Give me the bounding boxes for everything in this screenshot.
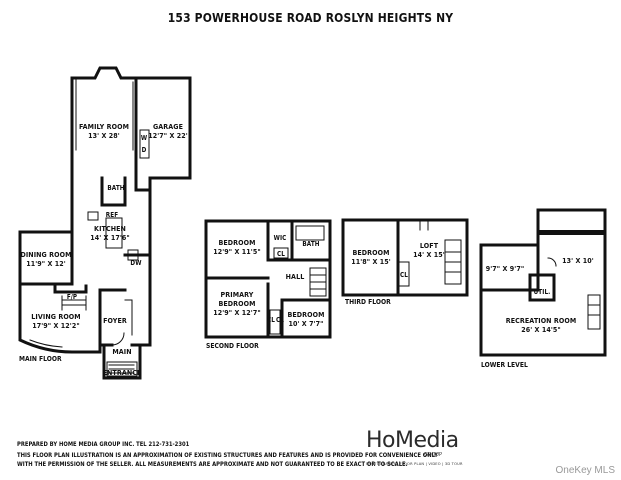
room-name: MAIN	[112, 347, 132, 356]
room-name: PRIMARY	[220, 290, 254, 299]
dryer-label: D	[141, 146, 147, 154]
main-floor-details	[29, 79, 150, 377]
footer-prepared-by: PREPARED BY HOME MEDIA GROUP INC. TEL 21…	[17, 441, 190, 448]
room-name: RECREATION ROOM	[505, 316, 577, 325]
third-floor-details	[398, 221, 462, 287]
logo-group-text: GROUP	[424, 452, 442, 458]
garage-label: GARAGE 12'7" X 22'	[148, 122, 188, 140]
room-dimensions: 12'9" X 12'7"	[213, 308, 261, 317]
bath-2-label: BATH	[302, 240, 320, 248]
fireplace-label: F/P	[66, 293, 78, 301]
utility-label: UTIL.	[533, 288, 551, 296]
second-floor-details	[269, 225, 327, 335]
third-floor-walls	[341, 218, 469, 297]
foyer-label: FOYER	[103, 316, 127, 325]
lower-room-b-label: 13' X 10'	[562, 256, 594, 265]
bedroom-3-label: BEDROOM 11'8" X 15'	[351, 248, 391, 266]
room-dimensions: 13' X 28'	[88, 131, 120, 140]
room-dimensions: 14' X 15'	[413, 250, 445, 259]
dining-room-label: DINING ROOM 11'9" X 12'	[20, 250, 71, 268]
second-floor-walls	[204, 219, 332, 339]
room-name: LIVING ROOM	[31, 312, 81, 321]
logo-tagline: PHOTOGRAPHY | FLOOR PLAN | VIDEO | 3D TO…	[366, 462, 463, 466]
room-name-2: ENTRANCE	[102, 368, 142, 377]
third-floor-caption: THIRD FLOOR	[345, 298, 391, 306]
room-dimensions: 17'9" X 12'2"	[32, 321, 80, 330]
room-name: BEDROOM	[352, 248, 390, 257]
bedroom-2b-label: BEDROOM 10' X 7'7"	[287, 310, 324, 328]
washer-label: W	[140, 134, 148, 142]
plan-title: 153 POWERHOUSE ROAD ROSLYN HEIGHTS NY	[167, 10, 454, 25]
room-name: GARAGE	[152, 122, 184, 131]
room-dimensions: 12'9" X 11'5"	[213, 247, 261, 256]
room-name-2: BEDROOM	[218, 299, 256, 308]
loft-label: LOFT 14' X 15'	[413, 241, 445, 259]
logo-wordmark: HoMedia	[366, 428, 459, 453]
main-floor-caption: MAIN FLOOR	[19, 355, 62, 363]
living-room-label: LIVING ROOM 17'9" X 12'2"	[31, 312, 80, 330]
recreation-room-label: RECREATION ROOM 26' X 14'5"	[506, 316, 577, 334]
lower-level-caption: LOWER LEVEL	[481, 361, 528, 369]
lower-room-a-label: 9'7" X 9'7"	[485, 264, 525, 273]
mls-watermark: OneKey MLS	[555, 465, 615, 476]
room-dimensions: 26' X 14'5"	[521, 325, 561, 334]
footer-disclaimer-2: WITH THE PERMISSION OF THE SELLER. ALL M…	[17, 461, 408, 468]
closet-3-label: CL	[400, 271, 408, 279]
room-dimensions: 11'9" X 12'	[26, 259, 66, 268]
lower-level-details	[547, 257, 601, 330]
dw-label: DW	[130, 259, 142, 267]
primary-bedroom-label: PRIMARY BEDROOM 12'9" X 12'7"	[213, 290, 261, 317]
ref-label: REF	[105, 211, 119, 219]
room-name: KITCHEN	[94, 224, 126, 233]
room-name: LOFT	[419, 241, 439, 250]
room-name: DINING ROOM	[20, 250, 72, 259]
bath-main-label: BATH	[107, 184, 125, 192]
room-name: BEDROOM	[287, 310, 325, 319]
second-floor-caption: SECOND FLOOR	[206, 342, 259, 350]
main-floor-walls	[18, 66, 192, 380]
closet-2c-label: CL	[276, 316, 284, 324]
closet-2a-label: CL	[277, 250, 285, 258]
room-name: BEDROOM	[218, 238, 256, 247]
room-name: FAMILY ROOM	[78, 122, 130, 131]
wic-label: WIC	[273, 234, 287, 242]
room-dimensions: 10' X 7'7"	[288, 319, 324, 328]
kitchen-label: KITCHEN 14' X 17'6"	[90, 224, 130, 242]
closet-2b-label: CL	[267, 316, 275, 324]
main-entrance-label: MAIN ENTRANCE	[103, 347, 142, 377]
family-room-label: FAMILY ROOM 13' X 28'	[79, 122, 129, 140]
room-dimensions: 11'8" X 15'	[351, 257, 391, 266]
bedroom-2a-label: BEDROOM 12'9" X 11'5"	[213, 238, 261, 256]
room-dimensions: 14' X 17'6"	[90, 233, 130, 242]
room-dimensions: 12'7" X 22'	[148, 131, 188, 140]
hall-label: HALL	[285, 272, 305, 281]
footer-disclaimer-1: THIS FLOOR PLAN ILLUSTRATION IS AN APPRO…	[17, 452, 438, 459]
homedia-logo: HoMedia GROUP PHOTOGRAPHY | FLOOR PLAN |…	[362, 428, 462, 470]
